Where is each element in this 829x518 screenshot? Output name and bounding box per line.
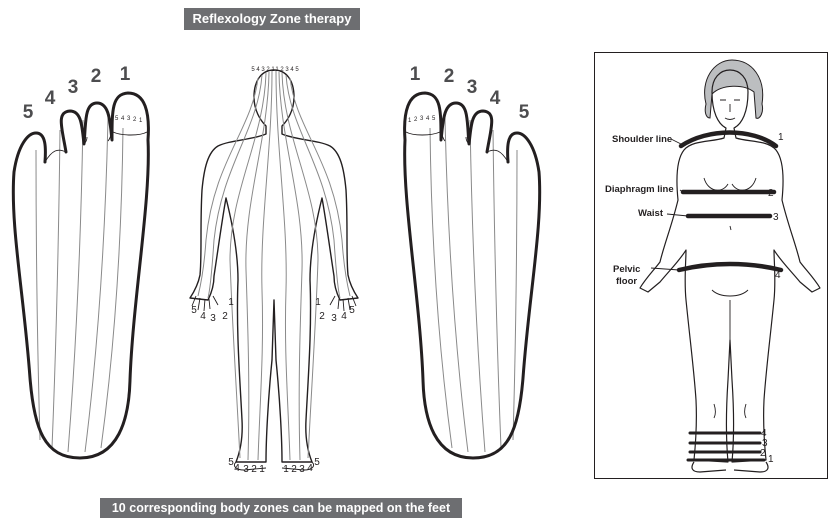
leg-details [714,300,746,418]
shoulder-line-label: Shoulder line [612,134,672,145]
body-line-number: 4 [775,270,781,281]
pelvic-floor-band [679,264,781,270]
body-line-number: 2 [768,188,774,199]
body-line-number: 1 [778,132,784,143]
body-line-number: 3 [773,212,779,223]
waist-label: Waist [638,208,664,219]
woman-feet [692,462,768,472]
caption-banner: 10 corresponding body zones can be mappe… [100,498,462,518]
pelvic-floor-label-line2: floor [616,276,637,287]
shoulder-line-band [681,133,776,147]
label-pointers [651,139,688,270]
pelvic-floor-label-line1: Pelvic [613,264,640,275]
foot-line-number: 2 [760,448,766,459]
diaphragm-line-label: Diaphragm line [605,184,674,195]
face-details [720,100,740,120]
foot-line-number: 1 [768,454,774,465]
torso-details [704,178,756,296]
